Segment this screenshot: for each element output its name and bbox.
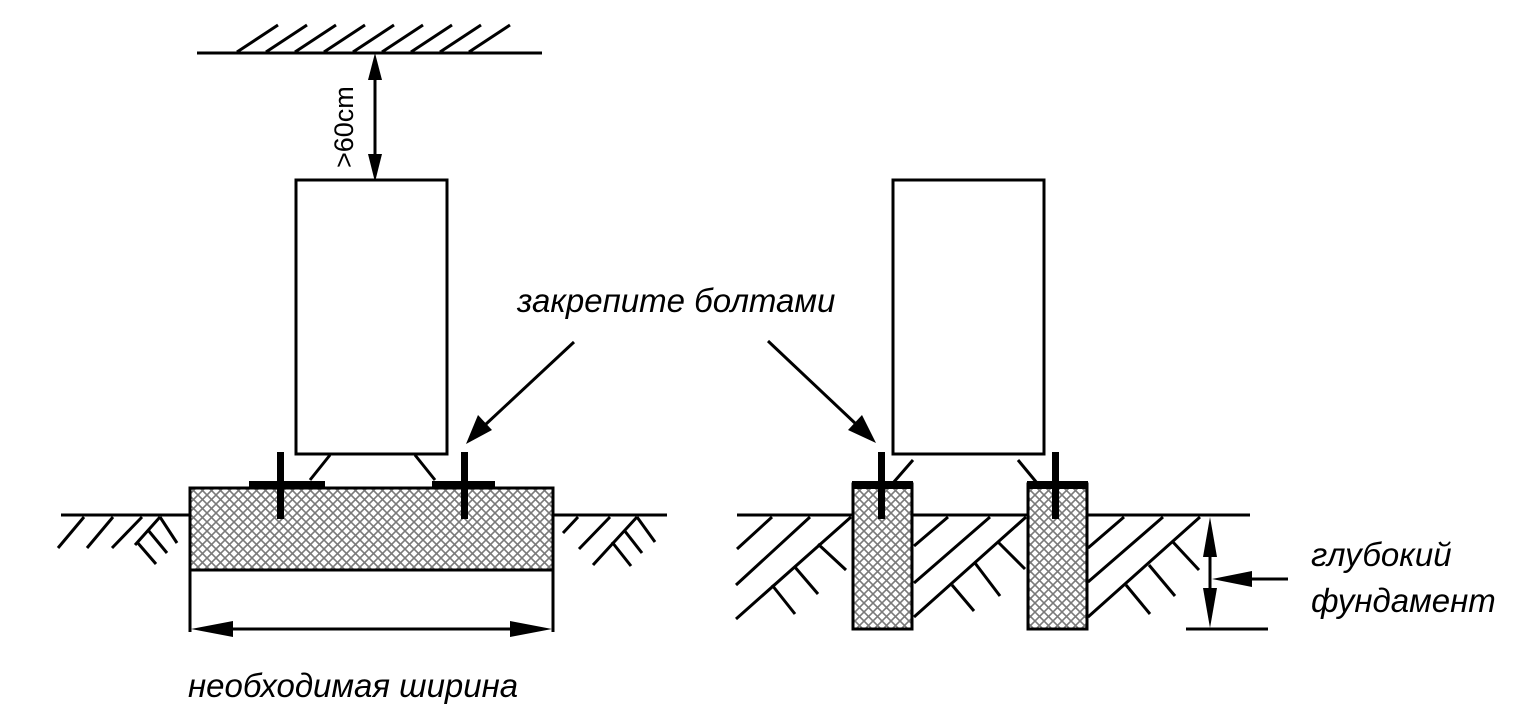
- clearance-label: >60cm: [329, 86, 359, 168]
- arrow-up-icon: [368, 53, 382, 80]
- arrow-icon: [848, 415, 876, 443]
- arrow-down-icon: [1203, 588, 1217, 628]
- ground-hatch-left: [56, 513, 190, 565]
- ground-hatch-right: [553, 513, 667, 567]
- outdoor-unit-left: [294, 178, 449, 456]
- ground-hatch-deep-1: [734, 515, 852, 621]
- arrow-down-icon: [368, 154, 382, 182]
- ceiling-hatch: [197, 23, 542, 55]
- arrow-right-icon: [510, 621, 552, 637]
- bolt-icon: [1052, 452, 1059, 519]
- width-dimension: [188, 570, 555, 637]
- depth-dimension: [1186, 517, 1288, 631]
- arrow-left-icon: [191, 621, 233, 637]
- outdoor-unit-right: [891, 178, 1046, 456]
- ground-hatch-deep-3: [1087, 515, 1201, 619]
- ground-hatch-deep-2: [913, 515, 1027, 619]
- bolt-icon: [878, 452, 885, 519]
- required-width-label: необходимая ширина: [188, 667, 518, 704]
- arrow-up-icon: [1203, 517, 1217, 557]
- left-figure: >60cm: [56, 23, 667, 704]
- deep-foundation-label-line2: фундамент: [1311, 582, 1496, 619]
- clearance-dimension: >60cm: [329, 53, 382, 182]
- bolt-icon: [461, 452, 468, 519]
- bolt-callout: закрепите болтами: [466, 282, 876, 444]
- deep-foundation-label-line1: глубокий: [1311, 536, 1452, 573]
- right-figure: глубокий фундамент: [734, 178, 1496, 631]
- fix-bolts-label: закрепите болтами: [516, 282, 835, 319]
- arrow-left-icon: [1212, 571, 1252, 587]
- arrow-icon: [466, 415, 492, 444]
- concrete-slab: [188, 486, 555, 572]
- bolt-icon: [277, 452, 284, 519]
